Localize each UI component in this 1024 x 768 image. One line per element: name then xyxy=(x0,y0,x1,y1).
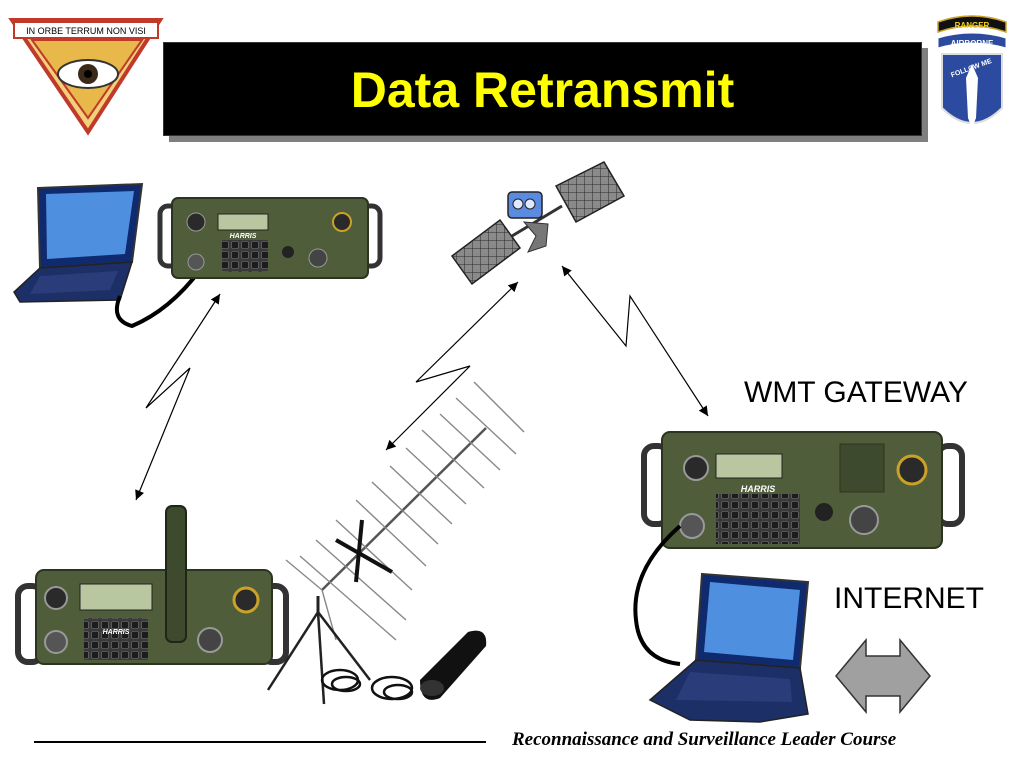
whip-antenna xyxy=(165,505,187,643)
laptop-top-left-icon xyxy=(13,182,202,329)
radio-brand-label: HARRIS xyxy=(103,629,130,636)
link-radio-top-to-radio-bottom xyxy=(135,293,221,501)
internet-double-arrow-icon xyxy=(835,637,931,715)
airborne-tab-text: AIRBORNE xyxy=(951,39,994,48)
antenna-bag-icon xyxy=(420,630,487,700)
radio-bottom-left-icon: HARRIS xyxy=(15,505,289,665)
internet-label: INTERNET xyxy=(834,582,984,615)
yagi-antenna-icon xyxy=(266,381,525,705)
laptop-bottom-right-icon xyxy=(633,524,810,723)
link-satellite-to-antenna xyxy=(385,281,519,451)
page-title: Data Retransmit xyxy=(350,62,735,118)
right-emblem: RANGER AIRBORNE FOLLOW ME xyxy=(937,15,1007,128)
gateway-label: WMT GATEWAY xyxy=(744,376,968,409)
radio-brand-label: HARRIS xyxy=(230,233,257,240)
sword-icon xyxy=(966,64,978,128)
satellite-icon xyxy=(450,161,626,286)
footer-divider xyxy=(34,741,486,743)
left-emblem: IN ORBE TERRUM NON VISI xyxy=(8,18,164,136)
radio-top-icon: HARRIS xyxy=(157,197,383,279)
left-emblem-motto: IN ORBE TERRUM NON VISI xyxy=(26,26,146,36)
link-satellite-to-gateway xyxy=(561,265,709,417)
title-bar: Data Retransmit xyxy=(163,42,922,136)
radio-gateway-icon: HARRIS xyxy=(641,431,965,549)
radio-brand-label: HARRIS xyxy=(741,484,776,494)
ranger-tab-text: RANGER xyxy=(955,21,990,30)
footer-course-name: Reconnaissance and Surveillance Leader C… xyxy=(512,729,897,750)
cable-coil-icon xyxy=(320,668,414,701)
